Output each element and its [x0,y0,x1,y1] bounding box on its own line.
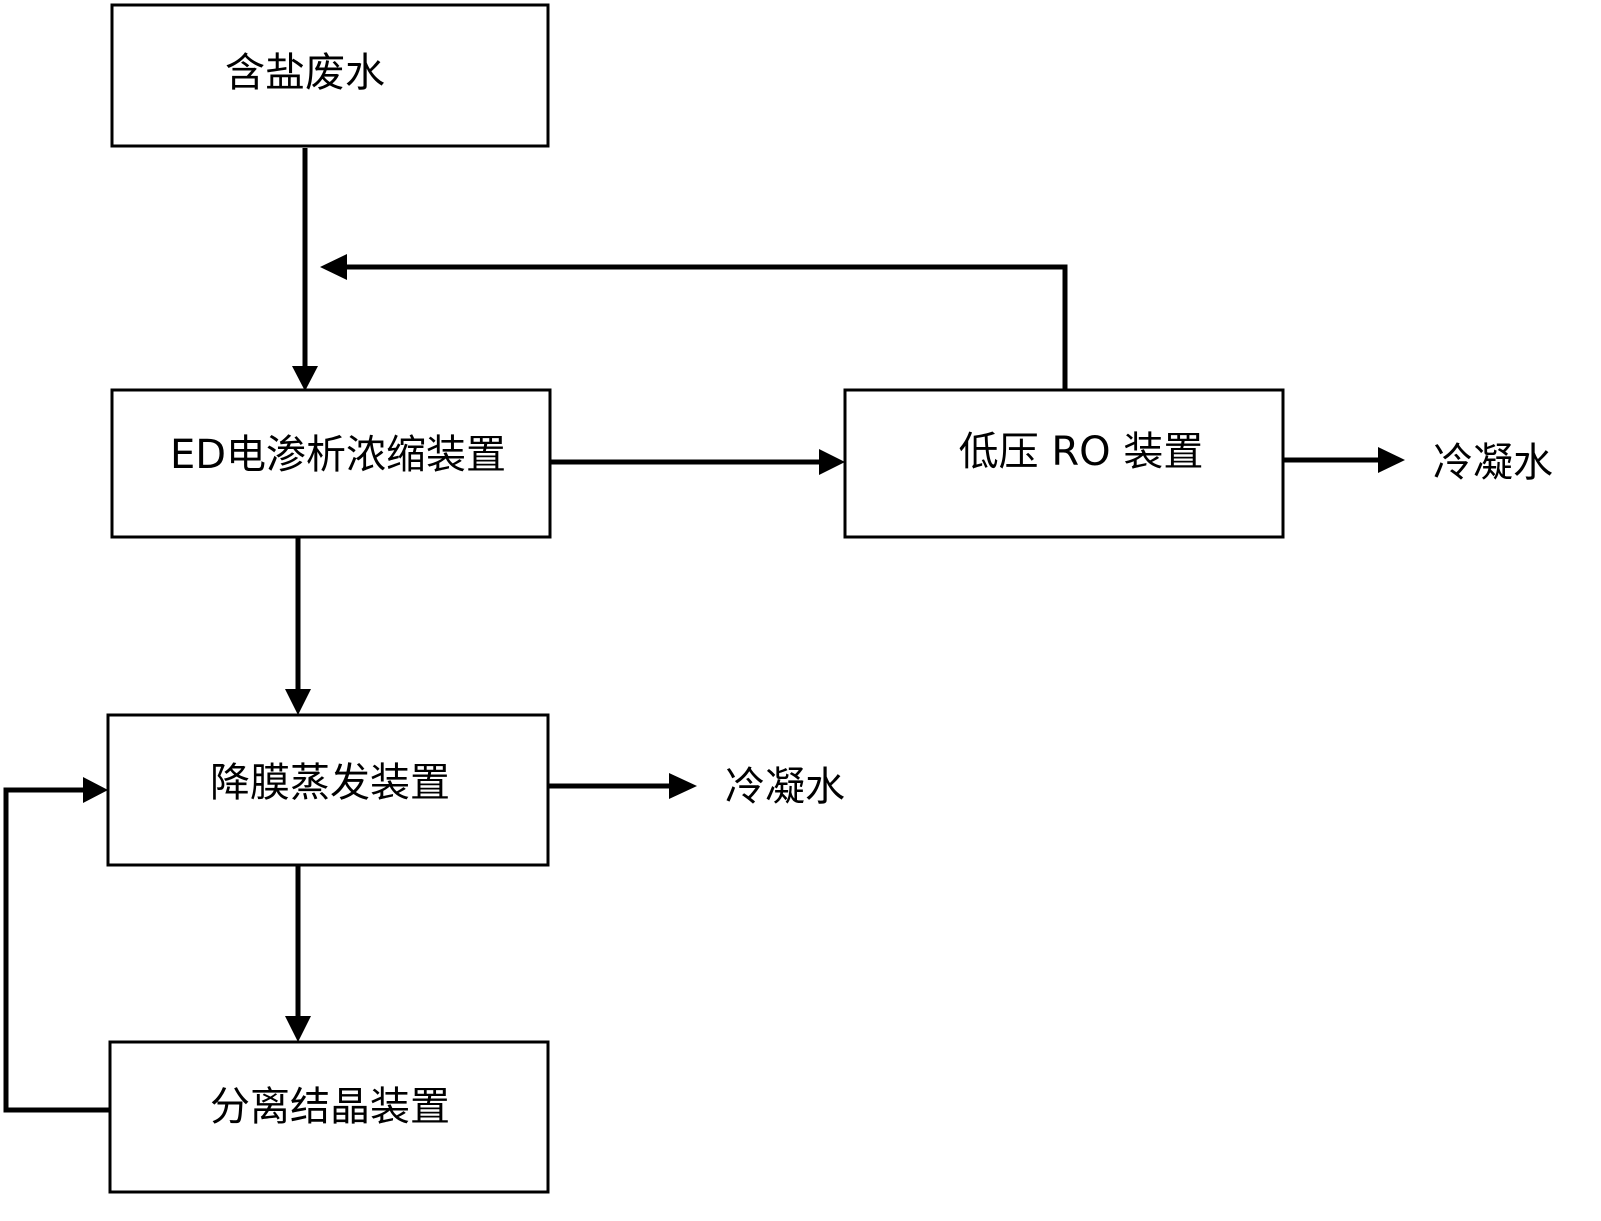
arrow-ro-to-condensate-head [1378,447,1405,473]
arrow-evaporator-to-condensate-head [669,773,697,799]
node-ed-concentrator-label: ED电渗析浓缩装置 [170,432,506,478]
node-falling-film-evaporator: 降膜蒸发装置 [106,713,550,867]
node-saline-wastewater-label: 含盐废水 [225,50,385,96]
node-falling-film-evaporator-label: 降膜蒸发装置 [210,760,450,806]
node-ed-concentrator-box [110,388,552,539]
arrow-wastewater-to-ed-head [292,366,318,391]
node-saline-wastewater: 含盐废水 [110,3,550,148]
arrow-ro-to-condensate [1283,447,1405,473]
arrow-ed-to-evaporator [285,537,311,715]
arrow-evaporator-to-condensate [548,773,697,799]
arrow-ro-recycle-line [344,264,1068,390]
arrow-evaporator-to-crystallizer-head [285,1016,311,1042]
arrow-ed-to-evaporator-head [285,689,311,715]
node-low-pressure-ro-label: 低压 RO 装置 [959,429,1204,475]
arrow-ro-recycle-to-feed [320,254,1068,390]
arrow-ed-to-ro-head [819,449,845,475]
arrow-crystallizer-recycle-to-evaporator [3,777,110,1113]
arrow-evaporator-to-crystallizer [285,865,311,1042]
arrow-wastewater-to-ed [292,148,318,391]
arrow-crystallizer-recycle-head [83,777,108,803]
node-saline-wastewater-box [110,3,550,148]
output-evaporator-condensate-label: 冷凝水 [725,764,845,810]
node-low-pressure-ro: 低压 RO 装置 [843,388,1285,539]
node-separation-crystallizer-label: 分离结晶装置 [210,1084,450,1130]
arrow-ed-to-ro [550,449,845,475]
output-ro-condensate-label: 冷凝水 [1433,440,1553,486]
node-low-pressure-ro-box [843,388,1285,539]
node-ed-concentrator: ED电渗析浓缩装置 [110,388,552,539]
node-separation-crystallizer-box [108,1040,550,1194]
node-separation-crystallizer: 分离结晶装置 [108,1040,550,1194]
arrow-ro-recycle-head [320,254,347,280]
arrow-crystallizer-recycle-line [3,787,110,1113]
